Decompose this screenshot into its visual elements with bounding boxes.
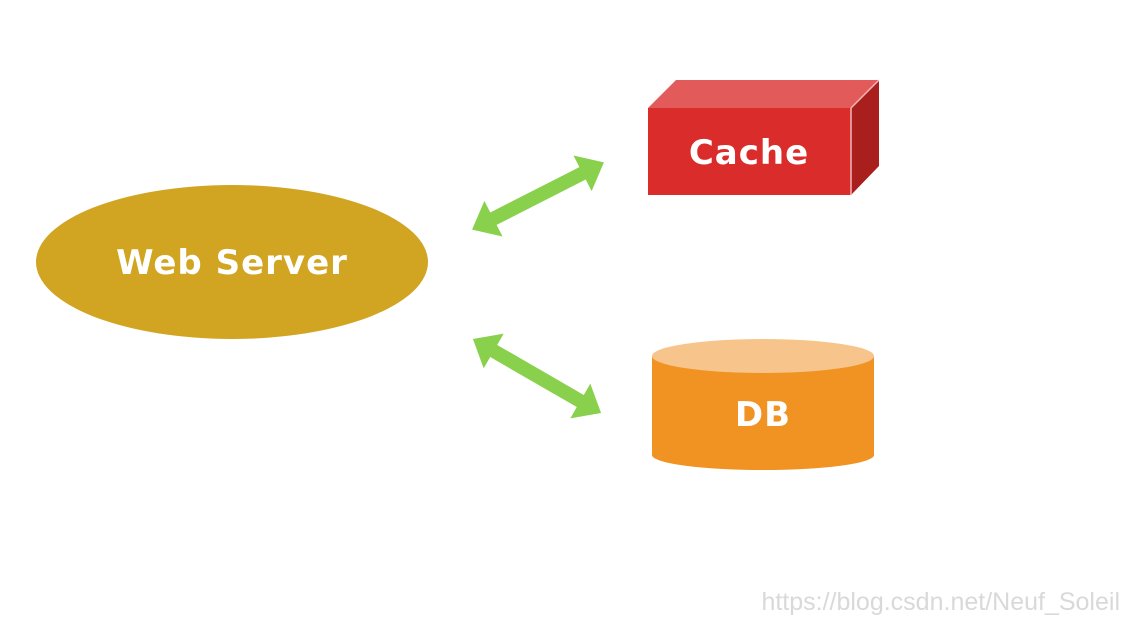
- cache-side-face: [851, 80, 879, 195]
- db-node: DB: [652, 339, 874, 470]
- watermark-text: https://blog.csdn.net/Neuf_Soleil: [761, 588, 1120, 616]
- cache-edge-highlight: [850, 79, 880, 109]
- arrow-webserver-cache: [472, 155, 604, 237]
- web-server-node: Web Server: [36, 185, 428, 339]
- db-cylinder-body: [652, 356, 874, 470]
- cache-node: Cache: [648, 79, 880, 195]
- cache-front-face: [648, 108, 851, 195]
- web-server-shape: [36, 185, 428, 339]
- db-label: DB: [735, 395, 791, 435]
- db-cylinder-top: [652, 339, 874, 373]
- arrow-webserver-db: [472, 333, 602, 419]
- cache-top-face: [648, 80, 879, 108]
- cache-label: Cache: [689, 133, 809, 173]
- double-arrow-icon: [472, 333, 602, 419]
- double-arrow-icon: [472, 155, 604, 237]
- web-server-label: Web Server: [116, 243, 348, 283]
